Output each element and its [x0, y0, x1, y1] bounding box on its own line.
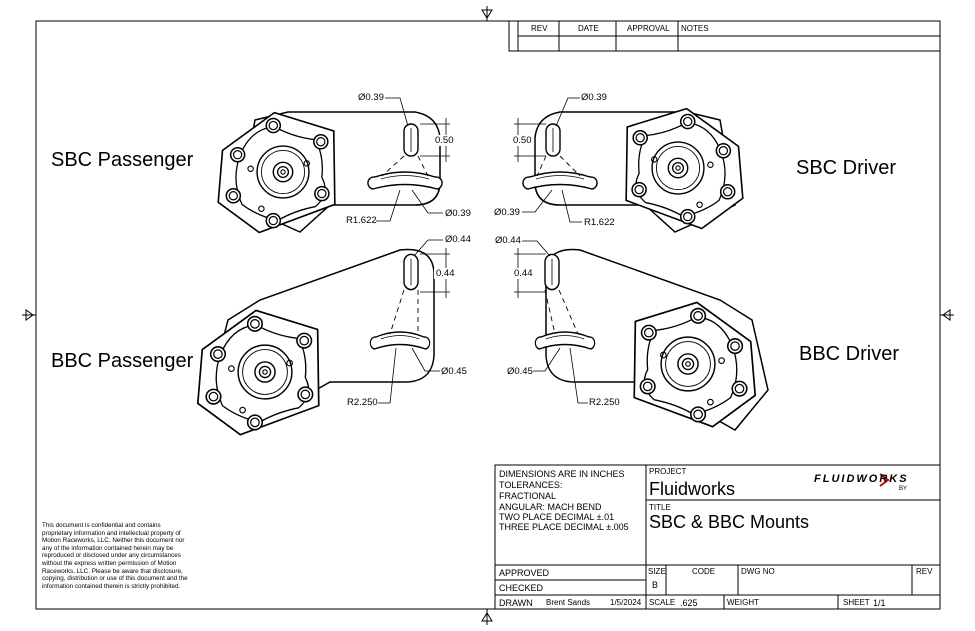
checked-label: CHECKED — [499, 583, 544, 593]
scale-value: .625 — [680, 598, 698, 608]
dim-bbc-p-slot: 0.44 — [434, 268, 457, 279]
dwg-no-label: DWG NO — [741, 567, 775, 576]
dim-bbc-p-hole-bottom: Ø0.45 — [441, 366, 467, 377]
drawn-date: 1/5/2024 — [610, 598, 642, 607]
view-label-sbc-passenger: SBC Passenger — [51, 149, 194, 171]
dim-bbc-d-slot: 0.44 — [512, 268, 535, 279]
notes-header: NOTES — [681, 24, 709, 33]
dim-sbc-p-radius: R1.622 — [346, 215, 377, 226]
bbc-passenger-bracket — [198, 248, 435, 434]
view-label-bbc-driver: BBC Driver — [799, 343, 900, 365]
size-label: SIZE — [648, 567, 666, 576]
view-label-sbc-driver: SBC Driver — [796, 157, 897, 179]
drawn-label: DRAWN — [499, 598, 533, 608]
drawn-by: Brent Sands — [546, 598, 591, 607]
size-value: B — [652, 580, 659, 590]
dim-sbc-p-hole-top: Ø0.39 — [358, 92, 384, 103]
tolerance-line-2: TOLERANCES: — [499, 480, 563, 490]
dim-sbc-p-hole-bottom: Ø0.39 — [445, 208, 471, 219]
dim-sbc-d-radius: R1.622 — [584, 217, 615, 228]
logo-by: BY — [899, 486, 908, 492]
rev-header: REV — [531, 24, 548, 33]
tolerance-line-5: TWO PLACE DECIMAL ±.01 — [499, 512, 615, 522]
dim-bbc-p-radius: R2.250 — [347, 397, 378, 408]
weight-label: WEIGHT — [727, 598, 759, 607]
title-label: TITLE — [649, 503, 671, 512]
tolerance-line-4: ANGULAR: MACH BEND — [499, 502, 602, 512]
project-name: Fluidworks — [649, 479, 736, 499]
dim-sbc-p-slot: 0.50 — [433, 135, 456, 146]
dim-bbc-d-hole-bottom: Ø0.45 — [507, 366, 533, 377]
tolerance-line-3: FRACTIONAL — [499, 491, 557, 501]
tolerance-line-1: DIMENSIONS ARE IN INCHES — [499, 469, 625, 479]
code-label: CODE — [692, 567, 716, 576]
sheet-value: 1/1 — [873, 598, 886, 608]
tolerance-line-6: THREE PLACE DECIMAL ±.005 — [499, 522, 629, 532]
bbc-driver-bracket — [534, 248, 769, 431]
fluidworks-logo: FLUIDWORKS — [814, 473, 909, 485]
dim-sbc-d-hole-top: Ø0.39 — [581, 92, 607, 103]
sheet-label: SHEET — [843, 598, 870, 607]
dim-sbc-d-slot: 0.50 — [511, 135, 534, 146]
confidential-note: This document is confidential and contai… — [42, 522, 188, 590]
dim-bbc-p-hole-top: Ø0.44 — [445, 234, 471, 245]
date-header: DATE — [578, 24, 599, 33]
scale-label: SCALE — [649, 598, 676, 607]
drawing-title: SBC & BBC Mounts — [649, 512, 810, 532]
dim-sbc-d-hole-bottom: Ø0.39 — [494, 207, 520, 218]
sbc-driver-bracket — [522, 109, 743, 233]
sbc-passenger-bracket — [218, 111, 443, 232]
view-label-bbc-passenger: BBC Passenger — [51, 350, 194, 372]
dim-bbc-d-radius: R2.250 — [589, 397, 620, 408]
project-label: PROJECT — [649, 467, 687, 476]
approved-label: APPROVED — [499, 568, 550, 578]
approval-header: APPROVAL — [627, 24, 670, 33]
dim-bbc-d-hole-top: Ø0.44 — [495, 235, 521, 246]
rev-label: REV — [916, 567, 933, 576]
